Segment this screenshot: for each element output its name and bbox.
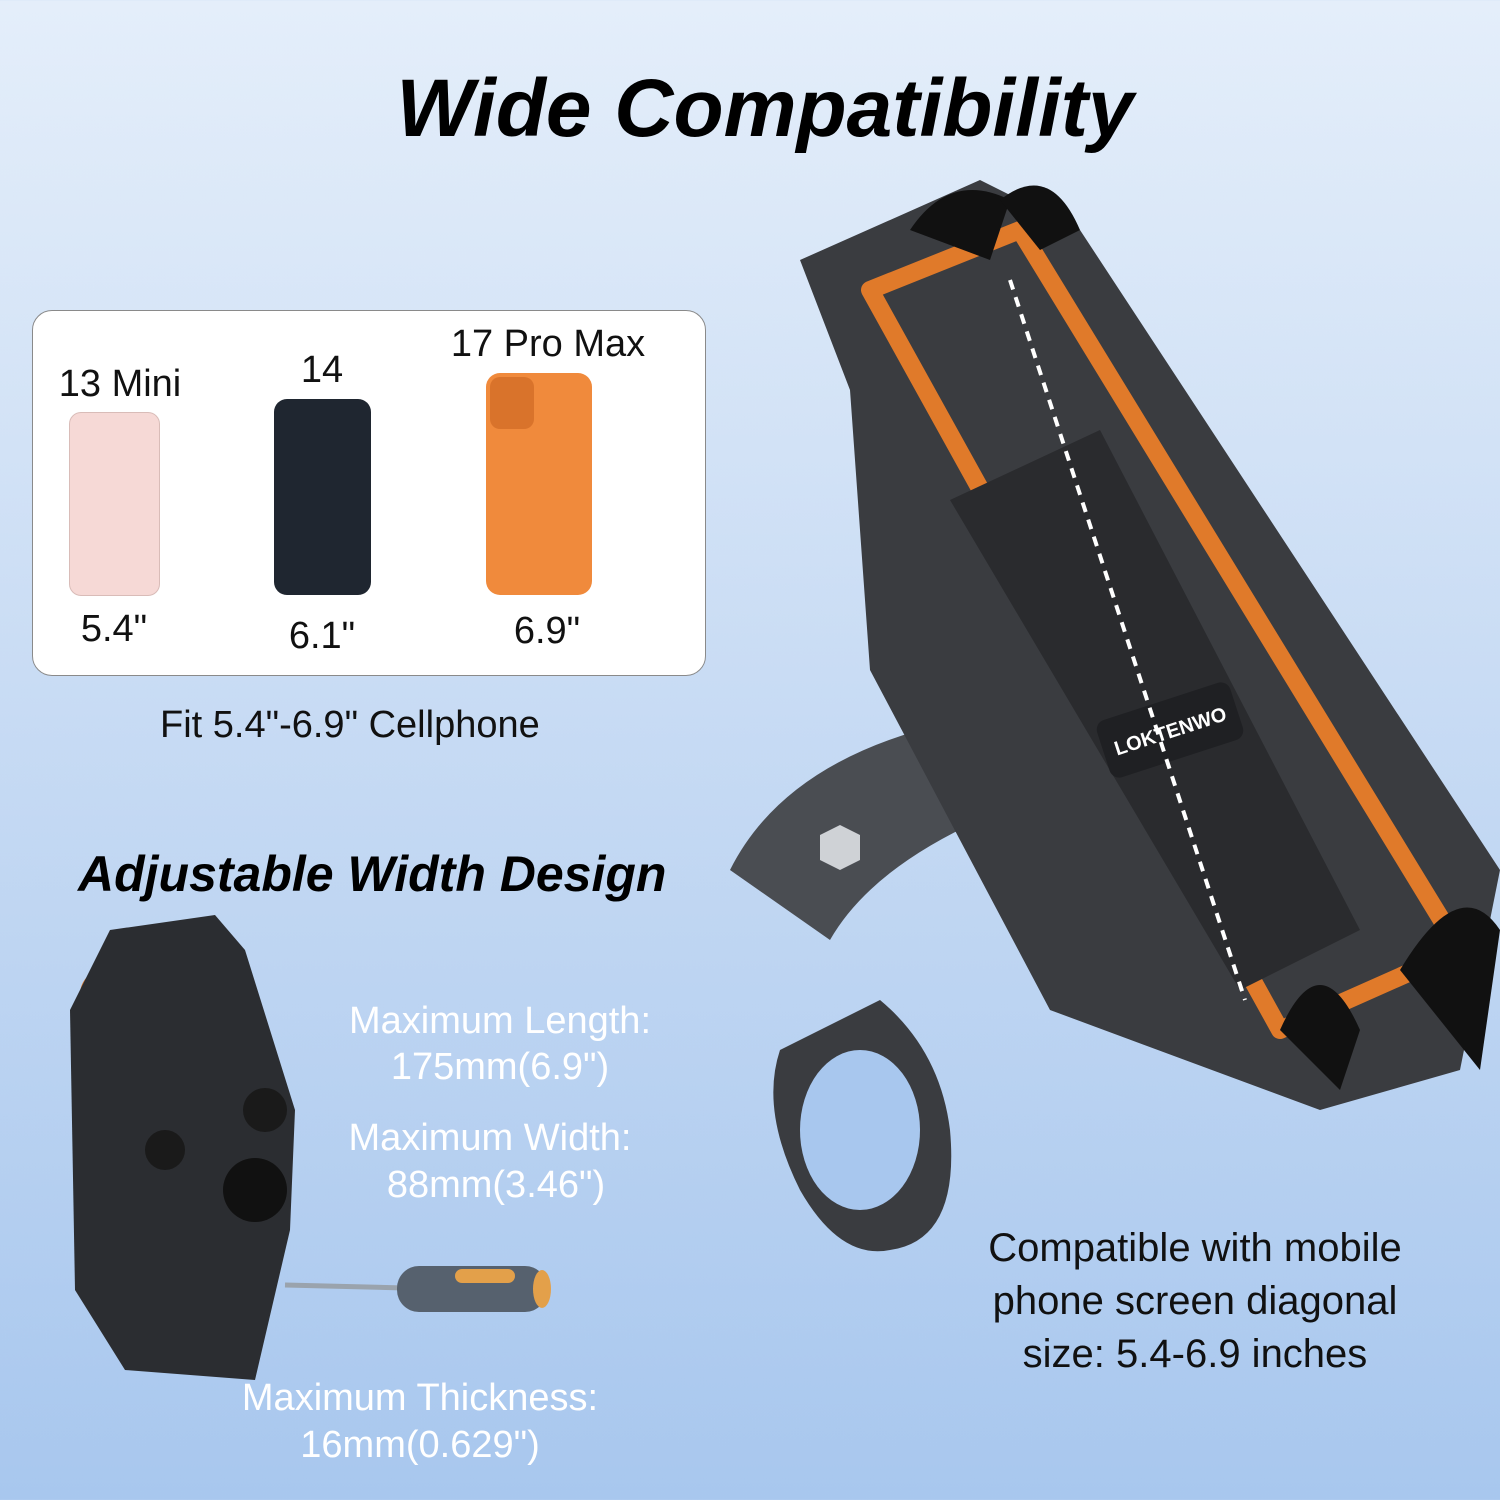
compatibility-line: phone screen diagonal [992, 1279, 1398, 1323]
phone-image-13-mini [69, 412, 160, 596]
fit-range-text: Fit 5.4"-6.9" Cellphone [160, 704, 540, 746]
adjustable-heading: Adjustable Width Design [78, 846, 667, 902]
camera-icon [490, 377, 534, 429]
max-width-value: 88mm(3.46") [386, 1164, 606, 1206]
max-length-label: Maximum Length: [348, 1000, 651, 1042]
phone-model-label: 17 Pro Max [450, 323, 646, 365]
phone-size-label: 6.9" [513, 610, 581, 652]
compatibility-line: Compatible with mobile [988, 1226, 1402, 1270]
compatibility-note: Compatible with mobile phone screen diag… [940, 1222, 1450, 1381]
compatibility-line: size: 5.4-6.9 inches [1022, 1332, 1368, 1376]
phone-size-label: 6.1" [288, 615, 356, 657]
max-width-label: Maximum Width: [348, 1117, 632, 1159]
phone-model-label: 13 Mini [58, 363, 182, 405]
max-length-value: 175mm(6.9") [390, 1046, 610, 1088]
phone-size-label: 5.4" [80, 608, 148, 650]
phone-image-14 [274, 399, 371, 595]
max-thickness-label: Maximum Thickness: [241, 1377, 599, 1419]
mount-back-image [70, 915, 551, 1380]
max-thickness-value: 16mm(0.629") [300, 1424, 540, 1466]
bike-phone-mount-image: LOKTENWO [730, 180, 1500, 1252]
phone-model-label: 14 [300, 349, 344, 391]
page-title: Wide Compatibility [396, 63, 1134, 154]
